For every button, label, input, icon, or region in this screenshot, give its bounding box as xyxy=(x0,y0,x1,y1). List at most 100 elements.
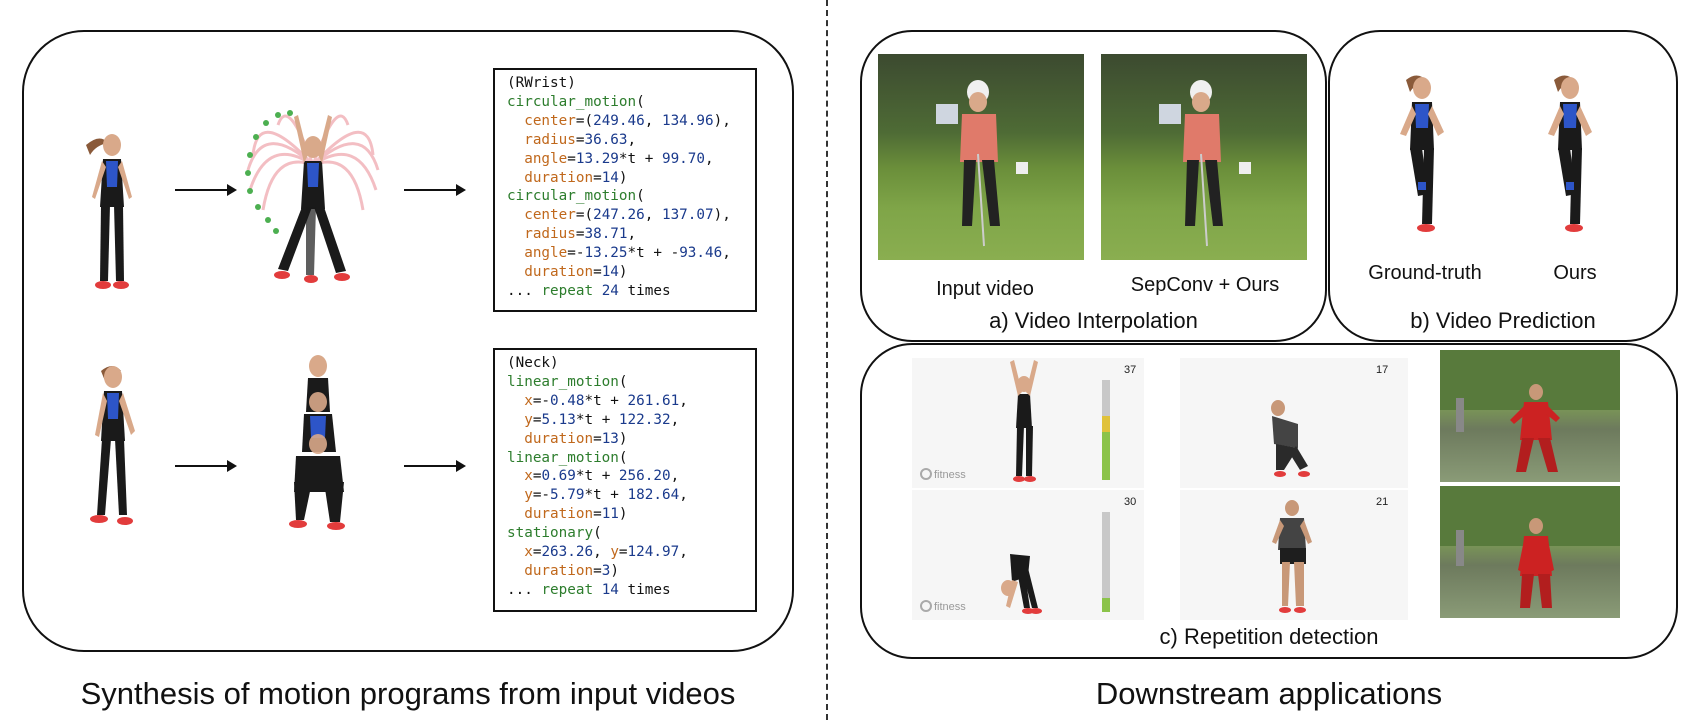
code-token: radius xyxy=(524,226,576,243)
code-token: ( xyxy=(593,525,602,542)
code-token xyxy=(507,487,524,503)
man-high-knees-frame: 21 xyxy=(1180,490,1408,620)
code-token xyxy=(507,245,524,261)
video-interpolation-title: a) Video Interpolation xyxy=(989,308,1198,333)
code-token: y xyxy=(524,411,533,428)
code-token: linear_motion xyxy=(507,373,619,390)
code-token: , xyxy=(679,487,688,504)
code-token xyxy=(593,283,602,299)
code-token xyxy=(507,563,524,579)
rep-count: 17 xyxy=(1376,364,1389,376)
code-token: ), xyxy=(713,207,731,224)
code-token: 182.64 xyxy=(627,487,680,504)
code-token: y xyxy=(524,487,533,504)
code-token: circular_motion xyxy=(507,93,637,110)
code-line: x=263.26, y=124.97, xyxy=(507,543,755,562)
code-token: 5.79 xyxy=(550,487,585,504)
code-token: 13.29 xyxy=(575,150,619,167)
code-token: *t + - xyxy=(627,245,680,262)
fitness-frame-jumping-jacks: 37 fitness xyxy=(912,358,1144,488)
code-token: 247.26 xyxy=(593,207,645,224)
rep-count: 30 xyxy=(1124,496,1137,508)
code-token: ) xyxy=(618,430,628,447)
code-token: *t + xyxy=(584,392,628,409)
code-token: ( xyxy=(636,93,645,110)
code-line: linear_motion( xyxy=(507,373,755,392)
code-token: angle xyxy=(524,245,568,262)
code-token: 38.71 xyxy=(584,226,628,243)
code-token: x xyxy=(524,544,533,561)
motion-program-rwrist: (RWrist)circular_motion( center=(249.46,… xyxy=(493,68,757,312)
arrow-icon xyxy=(175,460,237,472)
code-token: times xyxy=(618,282,671,299)
code-token: 13 xyxy=(601,430,619,447)
code-line: ... repeat 24 times xyxy=(507,282,755,301)
input-video-frame xyxy=(878,54,1084,260)
code-token: linear_motion xyxy=(507,449,619,466)
code-token: , xyxy=(705,150,714,167)
code-token: 137.07 xyxy=(661,207,714,224)
code-line: ... repeat 14 times xyxy=(507,581,755,600)
code-token: 5.13 xyxy=(541,411,576,428)
code-token: 11 xyxy=(601,506,619,523)
predicted-figure xyxy=(1548,75,1592,232)
rep-count: 37 xyxy=(1124,364,1137,376)
code-token xyxy=(507,468,524,484)
label-input-video: Input video xyxy=(936,278,1034,300)
arrow-icon xyxy=(404,460,466,472)
code-token xyxy=(507,506,524,522)
code-token: ) xyxy=(610,562,619,579)
code-line: duration=14) xyxy=(507,263,755,282)
code-token: =( xyxy=(575,207,594,224)
code-token xyxy=(507,264,524,280)
label-ground-truth: Ground-truth xyxy=(1368,262,1482,284)
code-token: duration xyxy=(524,430,594,447)
code-token: = xyxy=(593,506,602,523)
code-token: , xyxy=(722,245,731,262)
code-token: , xyxy=(644,112,662,129)
panel-divider xyxy=(826,0,828,720)
input-figure-jumping-jacks xyxy=(86,134,132,289)
code-token: *t + xyxy=(575,411,619,428)
code-line: y=-5.79*t + 182.64, xyxy=(507,486,755,505)
code-token: , xyxy=(679,392,688,409)
code-token: stationary xyxy=(507,525,594,542)
code-token: , xyxy=(670,468,680,485)
code-token xyxy=(593,582,602,598)
code-token: , xyxy=(627,131,637,148)
code-token: x xyxy=(524,392,533,409)
rep-count: 21 xyxy=(1376,496,1389,508)
code-token: repeat xyxy=(541,581,594,598)
code-token: 14 xyxy=(601,169,619,186)
code-token: *t + xyxy=(618,150,662,167)
code-token xyxy=(507,207,524,223)
code-token: 122.32 xyxy=(618,411,671,428)
code-token: radius xyxy=(524,131,576,148)
code-line: linear_motion( xyxy=(507,449,755,468)
arrow-icon xyxy=(404,184,466,196)
code-token: circular_motion xyxy=(507,188,637,205)
code-token: duration xyxy=(524,506,594,523)
code-line: duration=14) xyxy=(507,169,755,188)
code-token: duration xyxy=(524,562,594,579)
code-token xyxy=(507,132,524,148)
code-token: 24 xyxy=(601,282,619,299)
code-token: =- xyxy=(532,487,551,504)
code-line: circular_motion( xyxy=(507,93,755,112)
sepconv-ours-frame xyxy=(1101,54,1307,260)
video-prediction-panel xyxy=(1328,30,1678,342)
linear-motion-trace-figure xyxy=(289,355,345,530)
code-token: 249.46 xyxy=(593,112,645,129)
code-token xyxy=(507,412,524,428)
code-token: times xyxy=(618,581,671,598)
code-token: *t + xyxy=(575,468,619,485)
code-line: (Neck) xyxy=(507,354,755,373)
code-token: = xyxy=(575,131,585,148)
code-token: 13.25 xyxy=(584,245,628,262)
code-token: , xyxy=(593,544,611,561)
code-token: ... xyxy=(507,282,542,299)
code-token: 93.46 xyxy=(679,245,723,262)
code-token: x xyxy=(524,468,533,485)
code-token: *t + xyxy=(584,487,628,504)
code-token xyxy=(507,393,524,409)
